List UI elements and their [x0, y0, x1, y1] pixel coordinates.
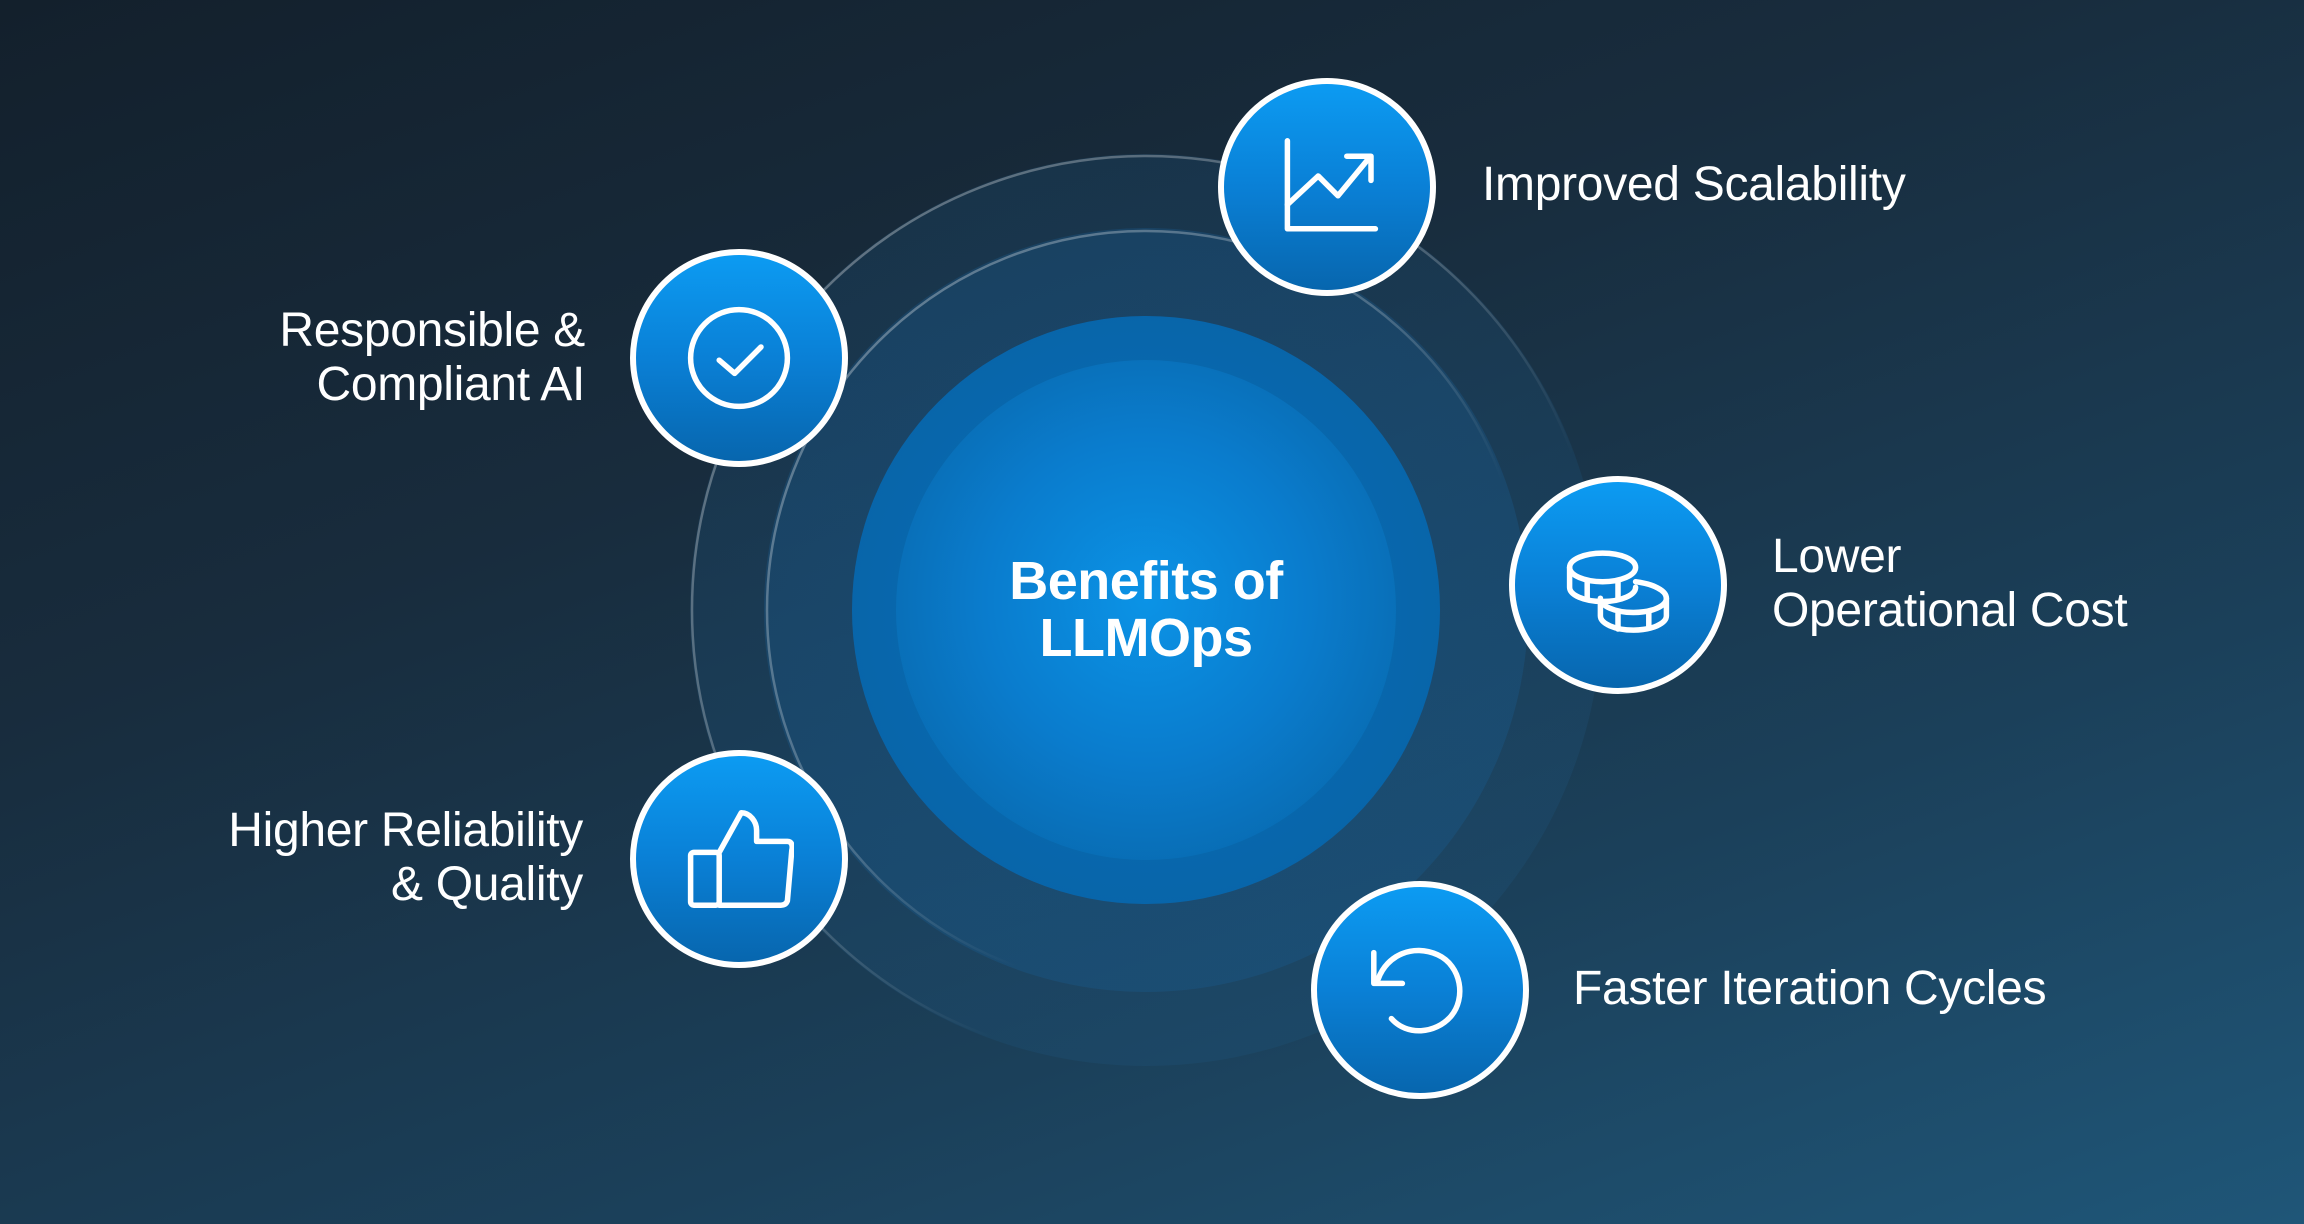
- benefit-label-cost-line-2: Operational Cost: [1772, 584, 2128, 637]
- center-title-line-2: LLMOps: [1039, 608, 1253, 668]
- benefit-node-scalability[interactable]: [1218, 78, 1436, 296]
- trend-chart-icon: [1284, 138, 1379, 232]
- center-inner-disc: [896, 360, 1396, 860]
- benefit-label-responsible-line-2: Compliant AI: [316, 358, 585, 411]
- rotate-ccw-icon: [1371, 947, 1463, 1034]
- benefit-label-scalability: Improved Scalability: [1482, 158, 1906, 212]
- benefit-label-cost-line-1: Lower: [1772, 530, 1902, 583]
- benefit-label-iteration-line-1: Faster Iteration Cycles: [1573, 962, 2047, 1015]
- benefit-label-responsible-line-1: Responsible &: [279, 304, 585, 357]
- thumbs-up-icon: [687, 810, 794, 908]
- benefit-node-responsible[interactable]: [630, 249, 848, 467]
- benefit-label-reliability-line-1: Higher Reliability: [228, 804, 583, 857]
- benefit-label-responsible: Responsible & Compliant AI: [279, 304, 585, 412]
- benefit-node-iteration[interactable]: [1311, 881, 1529, 1099]
- benefit-label-scalability-line-1: Improved Scalability: [1482, 158, 1906, 211]
- benefit-label-iteration: Faster Iteration Cycles: [1573, 962, 2047, 1016]
- center-title: Benefits of LLMOps: [936, 553, 1356, 667]
- center-title-line-1: Benefits of: [1009, 551, 1283, 611]
- coins-icon: [1566, 550, 1670, 633]
- benefit-node-cost[interactable]: [1509, 476, 1727, 694]
- benefit-label-cost: Lower Operational Cost: [1772, 530, 2128, 638]
- benefit-label-reliability: Higher Reliability & Quality: [228, 804, 583, 912]
- benefit-node-reliability[interactable]: [630, 750, 848, 968]
- benefit-label-reliability-line-2: & Quality: [390, 858, 583, 911]
- check-circle-icon: [687, 306, 791, 410]
